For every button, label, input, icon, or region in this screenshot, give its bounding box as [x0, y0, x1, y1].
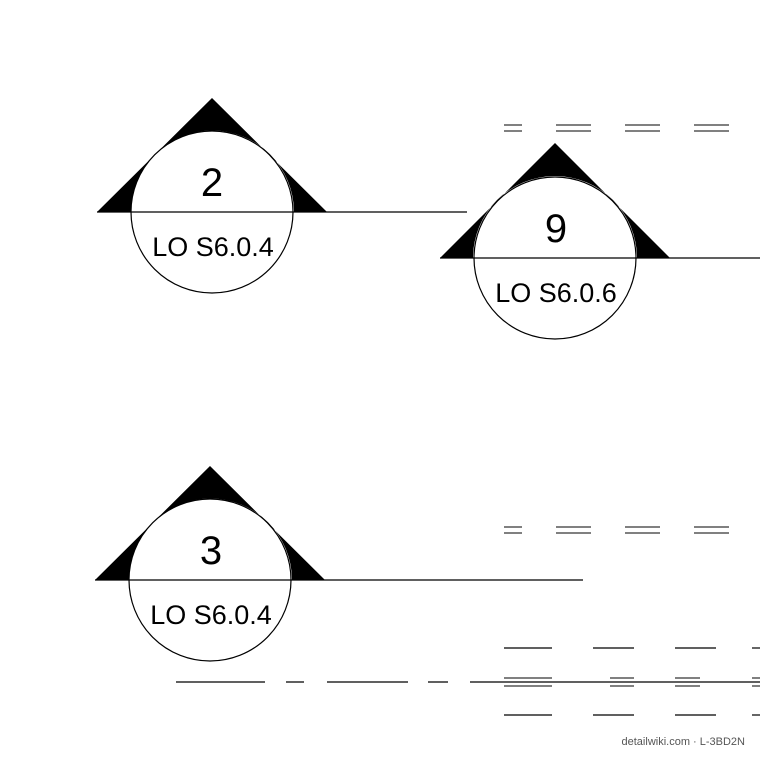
marker-3-triangle: [95, 466, 325, 580]
marker-1-number: 2: [201, 161, 223, 205]
marker-2-number: 9: [545, 207, 567, 251]
marker-2-sheet-ref: LO S6.0.6: [495, 278, 617, 308]
section-marker-3[interactable]: 3 LO S6.0.4: [95, 466, 583, 662]
watermark: detailwiki.com · L-3BD2N: [622, 736, 746, 748]
marker-1-sheet-ref: LO S6.0.4: [152, 232, 274, 262]
marker-2-triangle: [440, 143, 670, 258]
dashed-lines-bottom: [504, 647, 760, 716]
section-marker-2[interactable]: 9 LO S6.0.6: [440, 143, 760, 340]
hatch-marks-middle: [504, 526, 729, 534]
section-marker-1[interactable]: 2 LO S6.0.4: [97, 98, 467, 294]
center-line-overlaps: [504, 677, 760, 687]
marker-1-triangle: [97, 98, 327, 212]
marker-3-number: 3: [200, 529, 222, 573]
hatch-marks-top: [504, 124, 729, 132]
marker-3-sheet-ref: LO S6.0.4: [150, 600, 272, 630]
